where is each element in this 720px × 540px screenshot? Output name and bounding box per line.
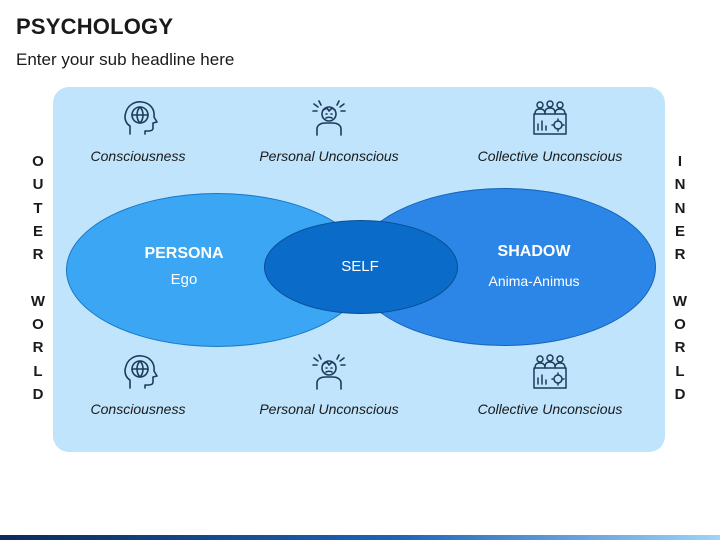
shadow-title: SHADOW — [497, 243, 571, 260]
letter: T — [33, 199, 43, 217]
bottom-consciousness-label: Consciousness — [90, 401, 186, 417]
letter: L — [675, 362, 685, 380]
letter: R — [32, 246, 44, 264]
letter: D — [674, 385, 686, 403]
letter: R — [32, 339, 44, 357]
team-analytics-icon — [530, 98, 570, 138]
inner-world-label: I N N E R W O R L D — [670, 150, 690, 406]
head-globe-icon — [120, 98, 160, 138]
letter: N — [674, 176, 686, 194]
persona-title: PERSONA — [144, 245, 224, 262]
letter: W — [672, 292, 688, 310]
letter: E — [32, 222, 43, 240]
page-title: PSYCHOLOGY — [16, 14, 174, 39]
team-analytics-icon — [530, 352, 570, 392]
letter: U — [32, 176, 44, 194]
stressed-person-icon — [309, 352, 349, 392]
top-personal-unconscious-label: Personal Unconscious — [259, 148, 399, 164]
self-title: SELF — [341, 258, 379, 275]
bottom-personal-unconscious-label: Personal Unconscious — [259, 401, 399, 417]
self-ellipse — [264, 220, 458, 314]
top-consciousness-label: Consciousness — [90, 148, 186, 164]
letter: R — [674, 339, 686, 357]
letter: W — [30, 292, 46, 310]
persona-sub: Ego — [170, 271, 198, 288]
letter: N — [674, 199, 686, 217]
letter: O — [32, 153, 44, 170]
shadow-sub: Anima-Animus — [488, 273, 580, 289]
bottom-collective-unconscious-label: Collective Unconscious — [477, 401, 623, 417]
head-globe-icon — [120, 352, 160, 392]
footer-bar — [0, 535, 720, 540]
letter: E — [674, 222, 685, 240]
letter: I — [677, 153, 683, 170]
stressed-person-icon — [309, 98, 349, 138]
letter: O — [32, 316, 44, 334]
letter: L — [33, 362, 43, 380]
letter: O — [674, 316, 686, 334]
letter: D — [32, 385, 44, 403]
outer-world-label: O U T E R W O R L D — [28, 150, 48, 406]
top-collective-unconscious-label: Collective Unconscious — [477, 148, 623, 164]
page-subtitle: Enter your sub headline here — [16, 50, 235, 69]
letter: R — [674, 246, 686, 264]
